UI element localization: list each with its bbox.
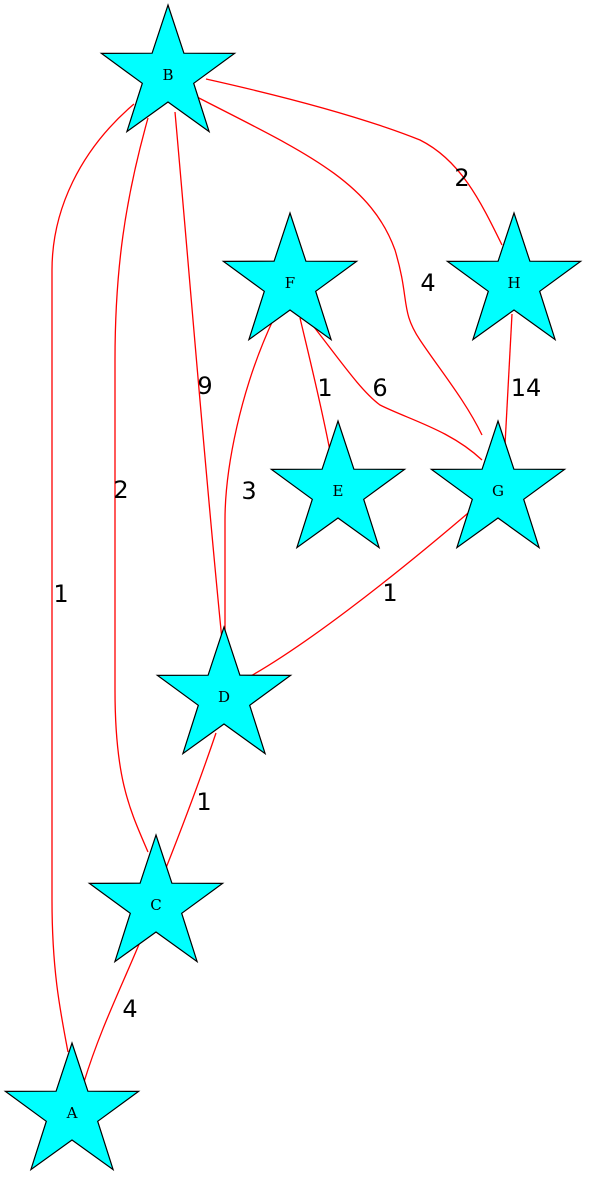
edge-weight-label-b-h: 2 <box>454 164 469 192</box>
node-h: H <box>445 211 583 342</box>
edge-h-g <box>504 313 513 446</box>
node-label: G <box>492 482 504 500</box>
node-g: G <box>429 419 567 550</box>
node-star-shape <box>269 419 407 550</box>
node-star-shape <box>445 211 583 342</box>
node-b: B <box>99 3 237 134</box>
node-label: C <box>150 896 161 914</box>
node-e: E <box>269 419 407 550</box>
node-label: B <box>162 66 173 84</box>
edge-b-h <box>205 78 503 246</box>
edge-b-c <box>114 117 149 853</box>
edge-weight-label-f-g: 6 <box>372 374 387 402</box>
node-a: A <box>3 1041 141 1172</box>
node-star-shape <box>429 419 567 550</box>
edge-f-g <box>306 317 483 461</box>
node-label: A <box>66 1104 78 1122</box>
edge-b-d <box>174 111 223 641</box>
node-star-shape <box>3 1041 141 1172</box>
edge-g-d <box>239 507 475 683</box>
node-label: H <box>507 274 520 292</box>
edge-weight-label-b-c: 2 <box>113 476 128 504</box>
node-label: F <box>285 274 295 292</box>
node-label: E <box>333 482 344 500</box>
edge-b-a <box>51 103 135 1053</box>
edge-weight-label-f-d: 3 <box>241 477 256 505</box>
nodes-layer: A B C D E F G H <box>3 3 583 1172</box>
node-star-shape <box>99 3 237 134</box>
node-c: C <box>87 833 225 964</box>
node-f: F <box>221 211 359 342</box>
node-label: D <box>218 688 230 706</box>
edge-f-d <box>224 317 275 643</box>
edge-b-g <box>196 96 483 436</box>
node-star-shape <box>221 211 359 342</box>
edge-weight-label-g-d: 1 <box>382 579 397 607</box>
edge-c-a <box>83 941 141 1083</box>
edge-weight-label-h-g: 14 <box>511 374 542 402</box>
edges-layer <box>51 78 513 1083</box>
edge-weight-label-b-a: 1 <box>53 580 68 608</box>
edge-d-c <box>165 732 217 869</box>
edge-weight-label-f-e: 1 <box>317 374 332 402</box>
edge-weight-label-d-c: 1 <box>196 788 211 816</box>
node-d: D <box>155 625 293 756</box>
node-star-shape <box>155 625 293 756</box>
edge-f-e <box>299 317 331 452</box>
edge-weight-label-b-d: 9 <box>197 372 212 400</box>
edge-weight-label-c-a: 4 <box>122 995 137 1023</box>
node-star-shape <box>87 833 225 964</box>
edge-weight-label-b-g: 4 <box>420 269 435 297</box>
